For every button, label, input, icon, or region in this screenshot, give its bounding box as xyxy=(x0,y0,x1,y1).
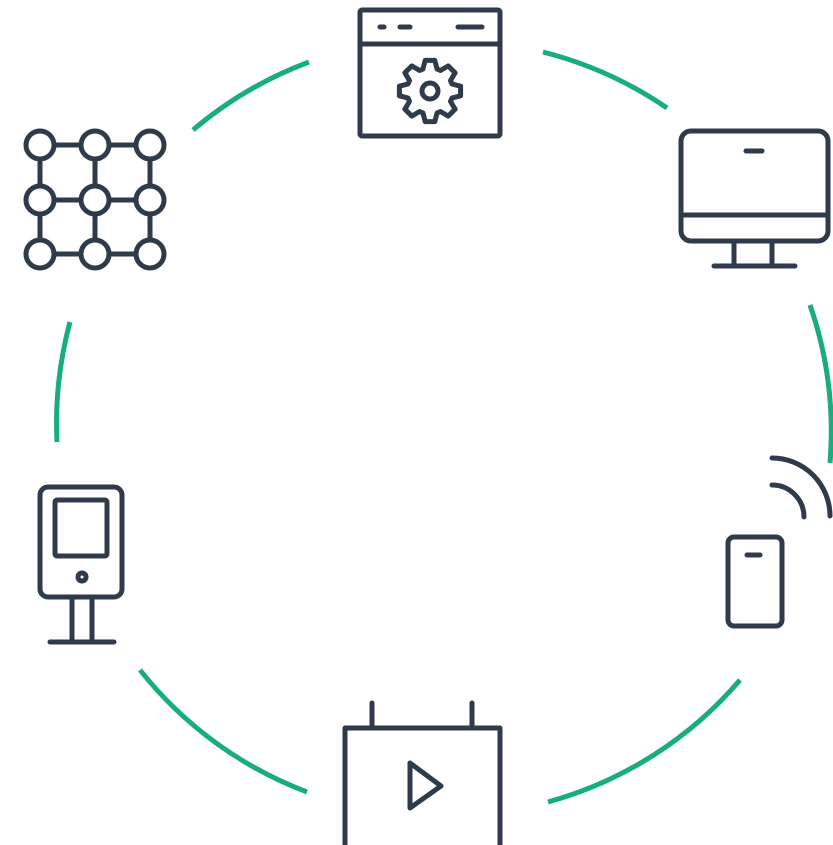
grid-node xyxy=(23,183,57,217)
gear-icon xyxy=(396,57,464,125)
media-player-icon xyxy=(342,700,503,845)
grid-node xyxy=(133,183,167,217)
ring-arc-top-right xyxy=(542,49,669,111)
grid-node xyxy=(78,183,112,217)
grid-node xyxy=(78,237,112,271)
ring-arc-top-left xyxy=(191,59,310,132)
play-icon xyxy=(407,760,444,811)
grid-node xyxy=(133,128,167,162)
ring-arc-bottom-left xyxy=(138,668,308,795)
ring xyxy=(54,49,833,805)
ring-arc-bottom-right xyxy=(547,678,742,805)
grid-node xyxy=(78,128,112,162)
ring-arc-right xyxy=(807,304,833,464)
ring-arc-left xyxy=(54,321,73,443)
node-grid-icon xyxy=(23,128,167,271)
grid-node xyxy=(133,237,167,271)
grid-node xyxy=(23,237,57,271)
wireless-phone-icon xyxy=(725,455,833,629)
browser-settings-icon xyxy=(357,7,503,139)
grid-node xyxy=(23,128,57,162)
desktop-monitor-icon xyxy=(678,128,831,269)
kiosk-terminal-icon xyxy=(37,484,125,645)
